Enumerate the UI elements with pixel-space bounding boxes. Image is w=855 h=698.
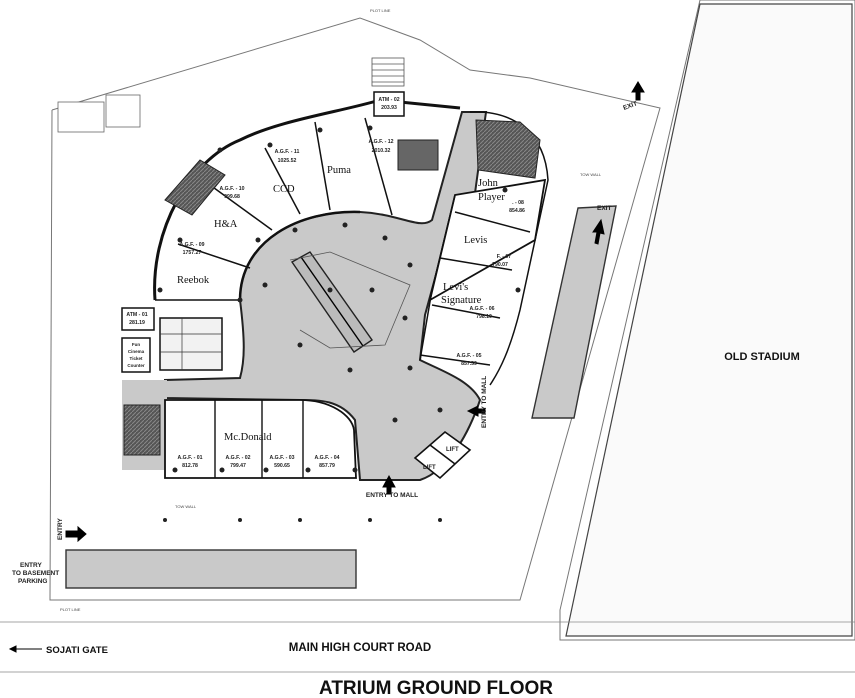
agf-01-area: 812.78 <box>182 463 198 469</box>
stairs-top-left <box>164 159 226 216</box>
right-parking <box>531 205 617 419</box>
entry-left-arrow <box>65 525 87 543</box>
site-boundary <box>49 0 855 641</box>
brand-john: John <box>478 178 499 189</box>
svg-text:Fun: Fun <box>132 342 140 347</box>
lift-label-2: LIFT <box>446 447 459 453</box>
agf-11-code: A.G.F. - 11 <box>275 149 300 155</box>
plot-line-bottom: PLOT LINE <box>60 607 81 612</box>
lift-block <box>413 430 472 480</box>
utility-boxes <box>57 94 141 133</box>
atm-01-box <box>121 307 155 331</box>
agf-12-area: 2010.32 <box>372 148 391 154</box>
escalators <box>290 251 373 353</box>
svg-text:Counter: Counter <box>127 363 144 368</box>
shop-dividers <box>155 117 393 301</box>
brand-reebok: Reebok <box>177 275 210 286</box>
entry-mall-bottom-label: ENTRY TO MALL <box>366 492 418 499</box>
brand-levis: Levis <box>464 235 487 246</box>
svg-text:Ticket: Ticket <box>130 356 143 361</box>
agf-03-area: 590.65 <box>274 463 290 469</box>
agf-02-area: 799.47 <box>230 463 246 469</box>
right-wing-dividers <box>419 111 549 386</box>
stadium-label: OLD STADIUM <box>724 351 800 363</box>
atm-01-area: 281.19 <box>129 320 145 326</box>
agf-10-area: 999.68 <box>224 194 240 200</box>
tow-wall-bottom: TOW WALL <box>175 504 197 509</box>
brand-player: Player <box>478 192 505 203</box>
agf-02-code: A.G.F. - 02 <box>225 455 250 461</box>
bottom-shops <box>164 399 357 479</box>
agf-11-area: 1025.52 <box>278 158 297 164</box>
stairs-right <box>475 119 541 179</box>
unit-labels: ATM - 01 281.19 ATM - 02 203.93 A.G.F. -… <box>126 97 525 469</box>
agf-06-area: 798.10 <box>476 314 492 320</box>
arrows <box>8 81 645 653</box>
bottom-shop-dividers <box>214 400 304 478</box>
exit-top-arrow <box>631 81 645 101</box>
basement-ramp <box>65 549 357 589</box>
agf-10-code: A.G.F. - 10 <box>219 186 244 192</box>
agf-06-code: A.G.F. - 06 <box>469 306 494 312</box>
exit-right-arrow <box>592 218 605 245</box>
outer-wall <box>153 98 461 301</box>
inner-wall <box>238 210 361 301</box>
stadium-area <box>565 3 853 637</box>
tow-wall-right: TOW WALL <box>580 172 602 177</box>
exit-top-label: EXIT <box>622 100 638 112</box>
top-stair <box>371 57 405 87</box>
toilet-details <box>160 318 222 370</box>
agf-12-code: A.G.F. - 12 <box>368 139 393 145</box>
agf-04-code: A.G.F. - 04 <box>314 455 339 461</box>
agf-05-area: 857.59 <box>461 361 477 367</box>
entry-bottom-arrow <box>382 474 396 495</box>
svg-text:Cinema: Cinema <box>128 349 145 354</box>
page-title: ATRIUM GROUND FLOOR <box>319 678 553 698</box>
brand-mcdonald: Mc.Donald <box>224 432 272 443</box>
main-road-label: MAIN HIGH COURT ROAD <box>289 642 431 654</box>
agf-01-code: A.G.F. - 01 <box>177 455 202 461</box>
gate-label: SOJATI GATE <box>46 645 108 656</box>
gate-arrow-head <box>8 645 17 653</box>
service-block <box>397 139 439 171</box>
agf-08-code: . - 08 <box>512 200 524 206</box>
agf-04-area: 857.79 <box>319 463 335 469</box>
agf-03-code: A.G.F. - 03 <box>269 455 294 461</box>
brand-levis-sig-2: Signature <box>441 295 482 306</box>
agf-07-area: 790.07 <box>492 262 508 268</box>
atm-02-area: 203.93 <box>381 105 397 111</box>
atm-01-code: ATM - 01 <box>126 312 147 318</box>
brand-puma: Puma <box>327 165 351 176</box>
plot-line-top: PLOT LINE <box>370 8 391 13</box>
agf-09-code: A.G.F. - 09 <box>179 242 204 248</box>
brand-ha: H&A <box>214 219 238 230</box>
agf-07-code: F. - 07 <box>497 254 512 260</box>
atm-02-box <box>373 91 405 117</box>
agf-05-code: A.G.F. - 05 <box>456 353 481 359</box>
agf-08-area: 854.86 <box>509 208 525 214</box>
cinema-counter <box>121 337 151 373</box>
toilet-block <box>159 317 223 371</box>
lift-label-1: LIFT <box>423 465 436 471</box>
brand-levis-sig-1: Levi's <box>443 282 468 293</box>
cinema-counter-label: Fun Cinema Ticket Counter <box>127 342 144 368</box>
escalator-void <box>289 251 411 349</box>
entry-right-arrow <box>466 405 486 417</box>
brand-labels: Mc.Donald Reebok H&A CCD Puma John Playe… <box>177 165 505 443</box>
brand-ccd: CCD <box>273 184 295 195</box>
pillars <box>157 125 521 522</box>
entry-left-label: ENTRY <box>57 518 64 540</box>
stairs-bottom-left <box>123 404 161 456</box>
entry-mall-right-label: ENTRY TO MALL <box>481 376 488 428</box>
atm-02-code: ATM - 02 <box>378 97 399 103</box>
exit-right-label: EXIT <box>597 205 611 212</box>
agf-09-area: 1757.27 <box>183 250 202 256</box>
